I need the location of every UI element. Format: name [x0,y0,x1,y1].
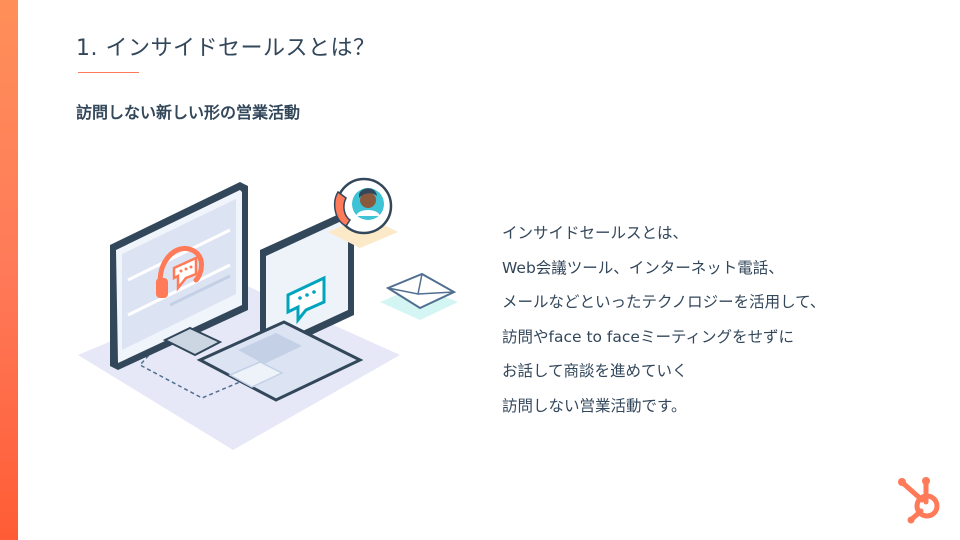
inside-sales-illustration [78,177,458,450]
chat-bubble-icon [286,275,326,325]
body-line: メールなどといったテクノロジーを活用して、 [502,293,826,311]
phone-call-avatar-icon [328,177,398,248]
hubspot-sprocket-icon [898,477,940,524]
accent-bar [0,0,18,540]
body-line: Web会議ツール、インターネット電話、 [502,258,784,277]
envelope-icon [380,272,458,320]
phone-headset-icon [156,245,204,298]
body-line: お話して商談を進めていく [502,362,688,380]
body-line: 訪問やface to faceミーティングをせずに [502,327,795,346]
body-line: インサイドセールスとは、 [502,224,689,242]
body-line: 訪問しない営業活動です。 [502,396,687,415]
laptop-icon [196,210,364,402]
slide-subtitle: 訪問しない新しい形の営業活動 [76,103,301,122]
slide-title: 1. インサイドセールスとは？ [76,36,376,61]
body-text: インサイドセールスとは、 Web会議ツール、インターネット電話、 メールなどとい… [502,216,932,423]
title-underline [78,72,139,73]
